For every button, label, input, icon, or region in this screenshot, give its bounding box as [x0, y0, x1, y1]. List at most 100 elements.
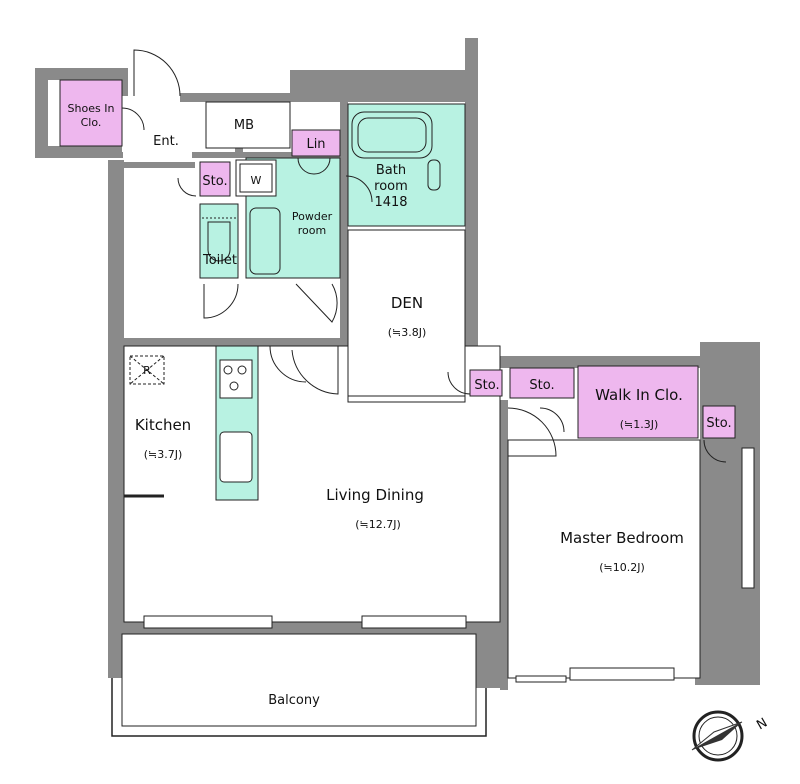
bath-left-wall	[340, 102, 348, 228]
walk-in-closet-label: Walk In Clo.	[595, 386, 683, 404]
powder-door	[295, 283, 338, 323]
balcony-label: Balcony	[268, 693, 320, 708]
vanity-sink-icon	[249, 207, 281, 275]
walk-in-closet-size-label: (≒1.3J)	[620, 418, 659, 431]
top-right-wall-block	[290, 70, 468, 102]
entrance-door	[133, 49, 181, 97]
toilet-label: Toilet	[202, 253, 237, 268]
living-window-right	[361, 615, 467, 629]
compass-north-label: N	[754, 716, 770, 734]
shoes-closet-area	[59, 79, 123, 147]
living-window-left	[143, 615, 273, 629]
kitchen-top-wall	[120, 338, 270, 346]
balcony-outline	[111, 678, 487, 737]
small-storage-area	[702, 405, 736, 439]
small-storage-door	[703, 439, 727, 463]
bath-label-1: Bath	[376, 163, 406, 178]
shoes-closet-door	[121, 107, 145, 131]
living-door	[269, 345, 339, 395]
shoes-closet-label-2: Clo.	[81, 116, 102, 129]
master-bedroom-size-label: (≒10.2J)	[599, 561, 645, 574]
kitchen-size-label: (≒3.7J)	[144, 448, 183, 461]
compass-inner-ring	[698, 716, 738, 756]
den-size-label: (≒3.8J)	[388, 326, 427, 339]
bedroom-window-right	[741, 447, 755, 589]
compass-ring	[692, 710, 744, 762]
toilet-door	[203, 283, 239, 319]
burner-icon	[229, 381, 239, 391]
bedroom-top-band	[465, 356, 700, 368]
linen-area	[291, 129, 341, 157]
entrance-top-wall	[180, 93, 292, 102]
compass-needle-light	[691, 721, 743, 751]
washer-inner	[239, 163, 273, 193]
balcony-left-wall	[108, 622, 122, 678]
fixtures	[124, 101, 441, 498]
linen-door	[297, 157, 331, 175]
den-storage-area	[469, 369, 503, 397]
balcony-floor	[121, 633, 477, 727]
bedroom-door	[507, 407, 557, 457]
bath-area	[347, 103, 466, 227]
toilet-area	[199, 203, 239, 279]
entrance-label: Ent.	[153, 134, 179, 149]
wet-area-top-wall	[192, 152, 342, 158]
toilet-bowl-icon	[207, 221, 231, 262]
bedroom-storage-label: Sto.	[529, 378, 554, 393]
small-storage-label: Sto.	[706, 416, 731, 431]
hall-top-wall	[120, 162, 195, 168]
fridge-icon	[129, 355, 165, 385]
doors	[121, 49, 727, 463]
den-left-wall	[340, 228, 348, 403]
bath-door	[345, 175, 373, 203]
living-bottom-right-wall	[476, 628, 508, 688]
bedroom-bottom-right-wall	[695, 600, 760, 685]
den-opening	[347, 395, 466, 403]
bedroom-window-small	[515, 675, 567, 683]
den-label: DEN	[391, 294, 423, 312]
burner-icon	[237, 365, 247, 375]
meter-box-label: MB	[234, 118, 254, 133]
storage-areas	[59, 79, 736, 439]
master-bedroom-label: Master Bedroom	[560, 529, 684, 547]
shoes-closet-label-1: Shoes In	[68, 102, 115, 115]
bedroom-storage-area	[509, 367, 575, 399]
den-storage-label: Sto.	[474, 378, 499, 393]
left-exterior-wall	[108, 160, 124, 675]
kitchen-label: Kitchen	[135, 416, 191, 434]
powder-room-label-1: Powder	[292, 210, 333, 223]
walk-in-closet-area	[577, 365, 699, 439]
hall-bottom-wall	[258, 338, 348, 346]
den-storage-door	[447, 371, 471, 395]
bath-faucet-icon	[427, 159, 441, 191]
living-dining-label: Living Dining	[326, 486, 424, 504]
stove-icon	[219, 359, 253, 399]
meter-box	[205, 101, 291, 149]
hall-storage-label: Sto.	[202, 174, 227, 189]
hall-storage-door	[177, 177, 197, 197]
washer-label: W	[251, 174, 262, 187]
hall-storage-area	[199, 161, 231, 197]
shoes-closet-bottom-wall	[35, 146, 123, 158]
bath-label-2: room	[374, 179, 408, 194]
living-dining-size-label: (≒12.7J)	[355, 518, 401, 531]
windows	[143, 395, 755, 683]
living-bedroom-wall	[500, 400, 508, 690]
bathtub-icon	[351, 111, 433, 159]
bathtub-inner	[357, 117, 427, 153]
bath-label-3: 1418	[374, 195, 407, 210]
fridge-label: R	[143, 364, 151, 377]
burner-icon	[223, 365, 233, 375]
upper-right-wall	[465, 38, 478, 228]
bedroom-window-bottom	[569, 667, 675, 681]
den-floor	[347, 229, 466, 397]
linen-label: Lin	[306, 137, 325, 152]
washer-icon	[235, 159, 277, 197]
powder-room-label-2: room	[298, 224, 326, 237]
bedroom-storage-door	[539, 407, 565, 433]
compass: N	[691, 710, 770, 762]
den-right-wall	[465, 228, 478, 358]
shoes-closet-left-wall	[35, 68, 48, 158]
